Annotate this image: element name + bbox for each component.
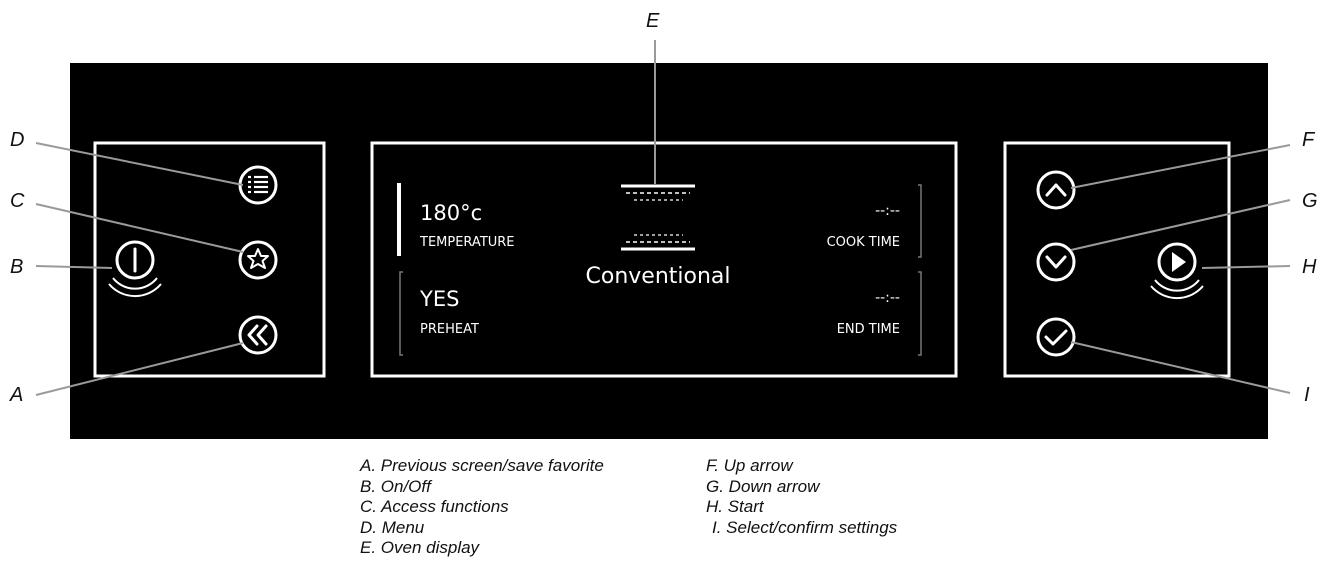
legend-item-a: A. Previous screen/save favorite <box>360 456 604 475</box>
active-field-indicator <box>397 183 401 256</box>
access-functions-ring <box>238 240 278 280</box>
legend-left: A. Previous screen/save favorite B. On/O… <box>360 456 604 559</box>
cooking-mode: Conventional <box>586 264 731 289</box>
checkmark-icon <box>1044 329 1068 346</box>
on-off-ring <box>115 240 155 280</box>
menu-icon <box>248 175 268 194</box>
preheat-label: PREHEAT <box>420 322 479 337</box>
legend-item-d: D. Menu <box>360 517 425 537</box>
callout-f: F <box>1302 129 1316 151</box>
callout-g: G <box>1302 190 1318 212</box>
down-arrow-button[interactable] <box>1036 242 1076 282</box>
conventional-mode-icon <box>621 184 695 251</box>
control-panel <box>70 63 1268 439</box>
callout-b: B <box>10 256 23 278</box>
legend-item-h: H. Start <box>706 497 764 516</box>
leader-line-i <box>1070 341 1291 394</box>
legend-item-e: E. Oven display <box>360 538 480 557</box>
leader-line-b <box>35 265 113 269</box>
on-off-button[interactable] <box>108 240 162 298</box>
leader-line-c <box>35 203 244 253</box>
chevron-up-icon <box>1045 183 1067 197</box>
callout-d: D <box>10 129 24 151</box>
callout-i: I <box>1304 384 1310 406</box>
legend-right: F. Up arrow G. Down arrow H. Start I. Se… <box>706 456 897 538</box>
down-arrow-ring <box>1036 242 1076 282</box>
previous-screen-button[interactable] <box>238 315 278 355</box>
leader-line-d <box>35 142 244 186</box>
leader-lines <box>35 40 1291 396</box>
confirm-ring <box>1036 317 1076 357</box>
leader-line-a <box>35 342 244 396</box>
legend-item-i: I. Select/confirm settings <box>712 517 898 537</box>
start-glow-arc-outer <box>1150 285 1204 300</box>
star-icon <box>247 248 269 269</box>
start-ring <box>1157 242 1197 282</box>
cook-time-value: --:-- <box>875 203 900 219</box>
end-time-label: END TIME <box>837 322 900 337</box>
on-off-glow-arc <box>112 277 158 290</box>
legend-item-b: B. On/Off <box>360 476 431 496</box>
right-button-frame <box>1003 141 1231 378</box>
leader-line-f <box>1070 144 1291 189</box>
start-glow-arc <box>1154 279 1200 292</box>
legend-item-g: G. Down arrow <box>706 476 820 496</box>
end-time-bracket <box>918 271 922 356</box>
up-arrow-ring <box>1036 170 1076 210</box>
callout-a: A <box>9 384 23 406</box>
start-button[interactable] <box>1150 242 1204 300</box>
oven-display-frame <box>370 141 958 378</box>
legend-item-c: C. Access functions <box>360 497 509 516</box>
end-time-value: --:-- <box>875 290 900 306</box>
callout-c: C <box>10 190 25 212</box>
legend-item-f: F. Up arrow <box>706 456 793 475</box>
callout-e: E <box>646 10 660 32</box>
cook-time-bracket <box>918 184 922 258</box>
temperature-value: 180°c <box>420 201 482 225</box>
play-icon <box>1172 252 1186 272</box>
chevron-down-icon <box>1045 255 1067 269</box>
previous-screen-ring <box>238 315 278 355</box>
callout-h: H <box>1302 256 1317 278</box>
temperature-label: TEMPERATURE <box>419 235 515 250</box>
up-arrow-button[interactable] <box>1036 170 1076 210</box>
leader-line-g <box>1070 199 1291 251</box>
preheat-value: YES <box>419 287 459 311</box>
left-button-frame <box>93 141 326 378</box>
confirm-button[interactable] <box>1036 317 1076 357</box>
on-off-glow-arc-outer <box>108 283 162 298</box>
access-functions-button[interactable] <box>238 240 278 280</box>
double-chevron-left-icon <box>247 324 268 346</box>
leader-line-h <box>1201 265 1291 269</box>
cook-time-label: COOK TIME <box>827 235 900 250</box>
inactive-field-bracket <box>399 271 403 356</box>
